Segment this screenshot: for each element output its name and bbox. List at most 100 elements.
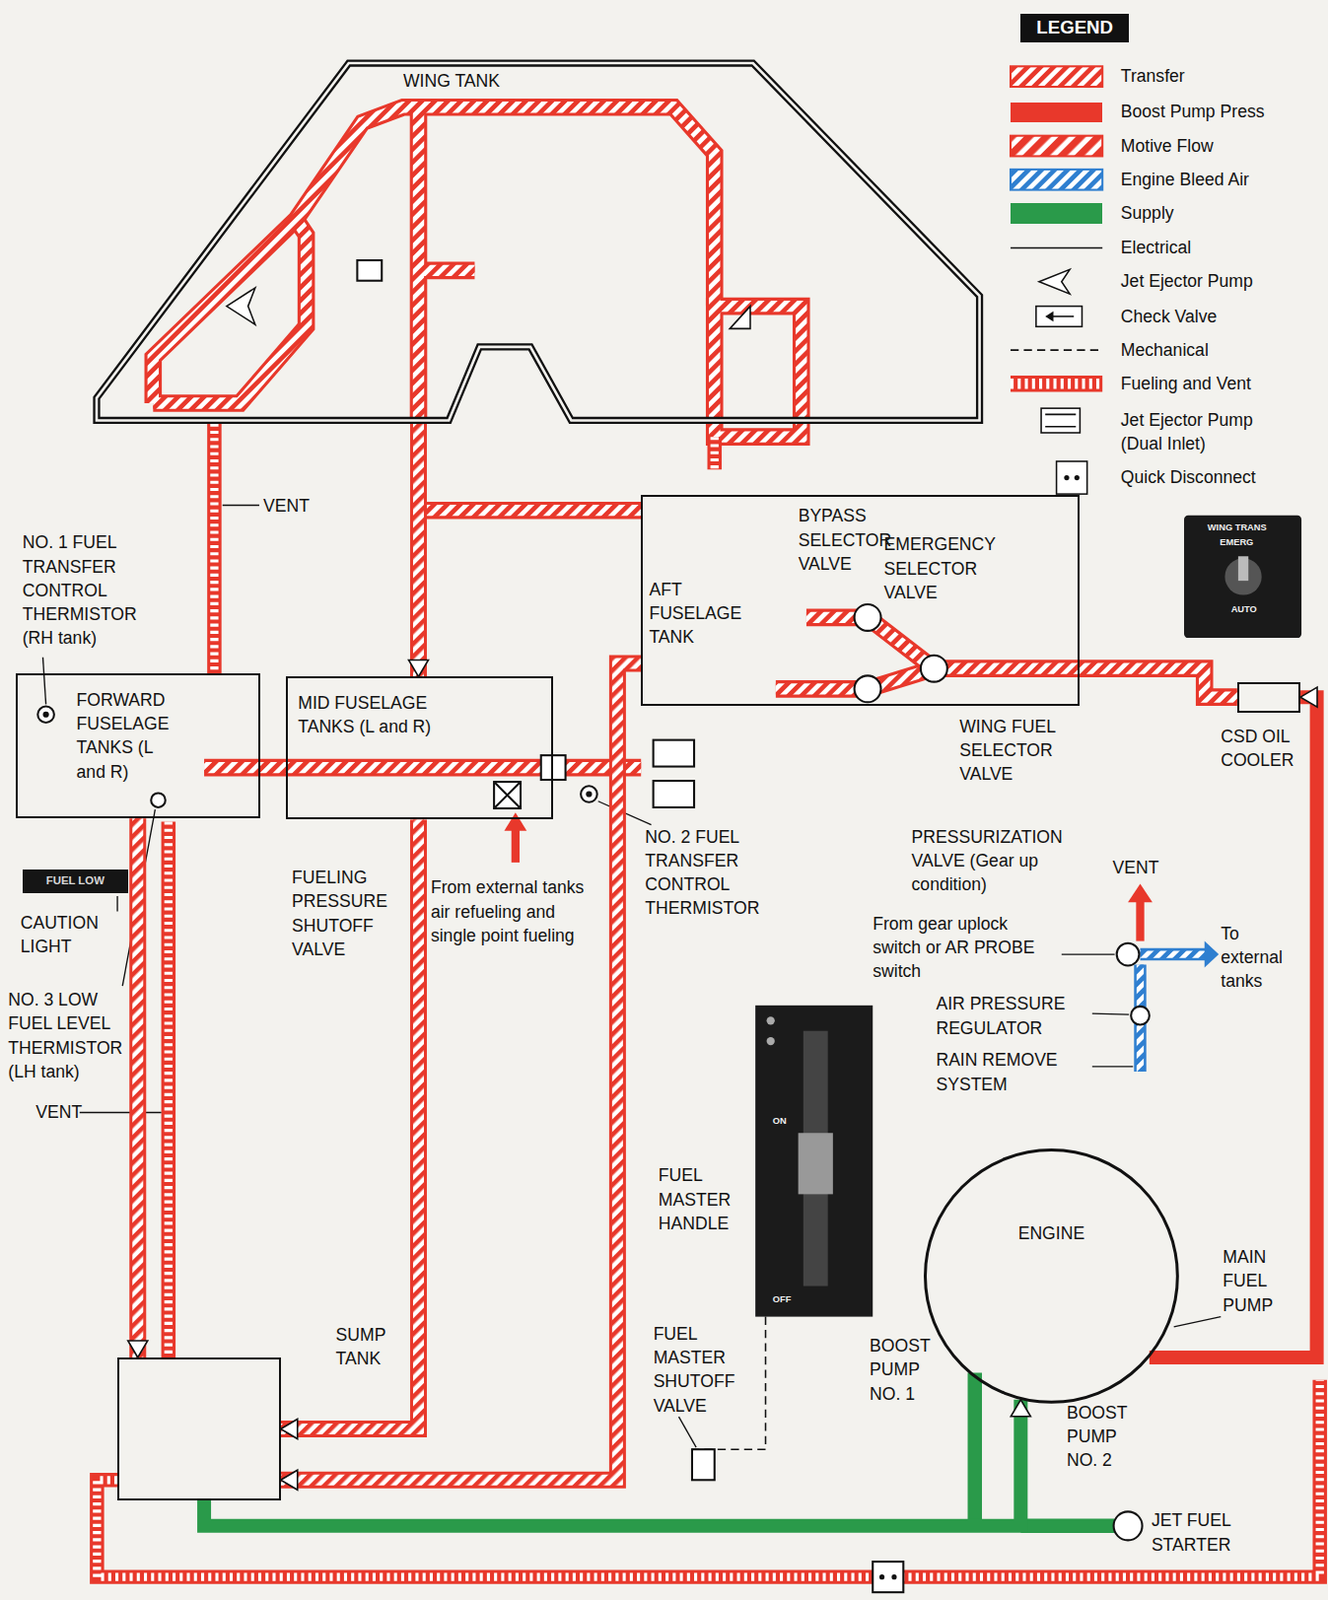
transfer-pipe: [280, 663, 641, 1480]
pipe-connector: [280, 819, 420, 1439]
tank-label: CSD OIL COOLER: [1220, 724, 1324, 773]
transfer-pipe-hatch: [413, 420, 424, 678]
pipe-connector: [408, 420, 428, 678]
legend-samples: [1010, 66, 1103, 494]
leader-lines: [42, 505, 1221, 1449]
callout-label: To external tanks: [1220, 921, 1303, 994]
tank-box: SUMP TANK: [117, 1357, 281, 1501]
pipe-connector: [280, 663, 641, 1490]
callout-label: NO. 1 FUEL TRANSFER CONTROL THERMISTOR (…: [22, 530, 150, 650]
transfer-pipe-hatch: [132, 818, 143, 1358]
transfer-pipe: [129, 818, 146, 1358]
callout-label: FUEL LOW: [22, 869, 129, 894]
fueling-vent-ladder: [96, 423, 1320, 1578]
bleed-air-hatch: [1139, 954, 1206, 1072]
legend-text: Jet Ejector Pump (Dual Inlet): [1120, 408, 1285, 457]
callout-label: MAIN FUEL PUMP: [1222, 1245, 1305, 1318]
legend-text: Engine Bleed Air: [1120, 167, 1250, 192]
callout-label: FUELING PRESSURE SHUTOFF VALVE: [291, 865, 410, 962]
legend-text: Boost Pump Press: [1120, 99, 1265, 124]
symbol-marks: [42, 711, 897, 1581]
boost-pressure-pipe: [1149, 697, 1318, 1358]
regulator-symbol: [1130, 1006, 1150, 1026]
callout-label: PRESSURIZATION VALVE (Gear up condition): [911, 825, 1091, 898]
engine-outline-svg: [923, 1148, 1180, 1404]
callout-label: VENT: [263, 493, 310, 518]
arrow-head: [408, 659, 428, 677]
legend-swatch: [1010, 102, 1103, 124]
pipe-connector: [204, 1399, 1031, 1527]
legend-text: Fueling and Vent: [1120, 371, 1252, 396]
tank-label: FORWARD FUSELAGE TANKS (L and R): [76, 688, 185, 784]
panel-marking: ON: [772, 1116, 804, 1127]
legend-text: Electrical: [1120, 235, 1191, 260]
callout-label: VENT: [35, 1100, 82, 1124]
jet-ejector-symbols: [226, 287, 751, 329]
callout-label: JET FUEL STARTER: [1151, 1508, 1255, 1557]
callout-label: FUEL MASTER SHUTOFF VALVE: [653, 1322, 757, 1418]
tank-label: SUMP TANK: [336, 1323, 428, 1372]
tank-label: AFT FUSELAGE TANK: [648, 577, 762, 650]
transfer-pipe-hatch: [152, 107, 1238, 769]
switch-panel: [1184, 515, 1302, 638]
tank-label: WING TANK: [403, 69, 567, 93]
callout-label: NO. 2 FUEL TRANSFER CONTROL THERMISTOR: [644, 825, 798, 921]
tank-box: AFT FUSELAGE TANK: [640, 494, 1080, 706]
legend-title: LEGEND: [1020, 13, 1129, 42]
panel-marking: WING TRANS: [1207, 522, 1290, 534]
pressurization-valve: [1117, 943, 1140, 967]
wing-outline-svg: [96, 61, 980, 420]
legend-text: Supply: [1120, 201, 1175, 225]
pipe-connector: [1149, 687, 1318, 1358]
callout-label: VENT: [1113, 855, 1160, 880]
panel-marking: EMERG: [1219, 537, 1281, 549]
callout-label: CAUTION LIGHT: [20, 910, 124, 960]
arrow-head: [280, 1418, 298, 1439]
valve-symbols: [37, 260, 1142, 1593]
legend-swatch: [1010, 203, 1103, 224]
engine-circle: ENGINE: [923, 1148, 1180, 1404]
vent-pipe: [1135, 898, 1144, 941]
legend-text: Motive Flow: [1120, 134, 1214, 158]
fuel-master-handle-panel: [755, 1005, 873, 1318]
transfer-pipe-hatch: [280, 663, 641, 1480]
vent-arrow: [1127, 884, 1153, 904]
callout-label: WING FUEL SELECTOR VALVE: [959, 714, 1093, 787]
cooler-box: CSD OIL COOLER: [1237, 682, 1301, 713]
callout-label: AIR PRESSURE REGULATOR: [935, 991, 1089, 1041]
callout-label: From gear uplock switch or AR PROBE swit…: [872, 911, 1056, 984]
transfer-pipe: [410, 420, 427, 678]
external-fuel-pipe: [511, 829, 520, 863]
shutoff-valve-symbol: [493, 781, 521, 809]
legend-text: Quick Disconnect: [1120, 465, 1257, 490]
panel-marking: AUTO: [1231, 604, 1293, 616]
external-fuel-arrow: [503, 812, 527, 832]
tank-box: MID FUSELAGE TANKS (L and R): [285, 676, 554, 820]
callout-label: NO. 3 LOW FUEL LEVEL THERMISTOR (LH tank…: [7, 987, 136, 1084]
bleed-arrow: [1204, 941, 1219, 969]
legend-text: Mechanical: [1120, 338, 1209, 362]
callout-label: BOOST PUMP NO. 1: [869, 1333, 947, 1406]
tank-label: MID FUSELAGE TANKS (L and R): [297, 691, 451, 740]
callout-label: RAIN REMOVE SYSTEM: [935, 1048, 1089, 1097]
callout-label: EMERGENCY SELECTOR VALVE: [884, 532, 1028, 605]
tank-label: ENGINE: [923, 1221, 1180, 1246]
legend-text: Transfer: [1120, 64, 1186, 88]
arrow-head: [1010, 1399, 1031, 1417]
wing-outline: [96, 63, 980, 420]
arrow-head: [128, 1340, 148, 1358]
fueling-vent-pipe: [96, 423, 1320, 1578]
legend-text: Jet Ejector Pump: [1120, 269, 1254, 293]
supply-pipe: [204, 1399, 1021, 1527]
wing-tank-outline: WING TANK: [96, 61, 980, 420]
panel-marking: OFF: [772, 1294, 804, 1306]
legend-text: Check Valve: [1120, 304, 1217, 329]
arrow-head: [1300, 687, 1318, 707]
wing-outline-inner: [96, 63, 980, 420]
tank-box: FORWARD FUSELAGE TANKS (L and R): [15, 673, 261, 819]
arrow-head: [280, 1469, 298, 1490]
pipe-connector: [128, 818, 148, 1358]
engine-outline: [924, 1149, 1178, 1402]
transfer-pipe: [152, 107, 1238, 769]
